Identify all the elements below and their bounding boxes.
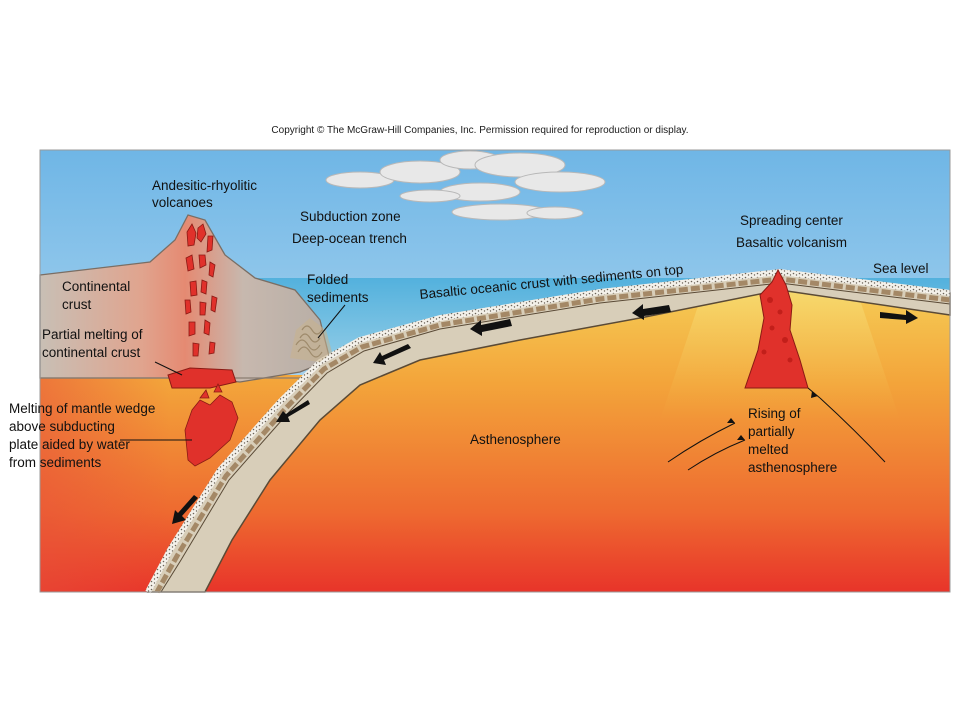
plate-crust-base [160,282,951,593]
label-subduction-zone: Subduction zone [300,209,401,224]
partial-melting-pocket [167,367,237,389]
plate-sediment-layer [145,268,951,594]
label-folded-1: Folded [307,272,348,287]
mantle-wedge-melt [184,383,239,467]
ridge-magma-chamber [744,268,809,389]
label-partial-2: continental crust [42,345,141,360]
label-mantle-2: above subducting [9,419,115,434]
label-mantle-4: from sediments [9,455,102,470]
label-trench: Deep-ocean trench [292,231,407,246]
rising-flow-arrows [667,387,886,471]
label-folded-2: sediments [307,290,369,305]
ridge-magma-blobs [761,297,793,363]
label-basaltic-volcanism: Basaltic volcanism [736,235,847,250]
rising-arrow-heads [727,391,818,440]
label-partial-1: Partial melting of [42,327,143,342]
label-spreading-center: Spreading center [740,213,843,228]
plate-crust-band [154,276,951,594]
label-volcanoes-1: Andesitic-rhyolitic [152,178,257,193]
label-mantle-1: Melting of mantle wedge [9,401,155,416]
label-asthenosphere: Asthenosphere [470,432,561,447]
label-rising-2: partially [748,424,795,439]
label-rising-4: asthenosphere [748,460,837,475]
label-continental-1: Continental [62,279,130,294]
label-rising-1: Rising of [748,406,801,421]
label-continental-2: crust [62,297,92,312]
arrow-icon [172,304,918,524]
diagram-frame [39,149,951,593]
label-volcanoes-2: volcanoes [152,195,213,210]
label-rising-3: melted [748,442,789,457]
leader-lines [120,304,346,441]
copyright-notice: Copyright © The McGraw-Hill Companies, I… [271,125,689,136]
cloud-icon [325,150,606,221]
label-sea-level: Sea level [873,261,929,276]
folded-sediments-fill [290,318,332,362]
label-mantle-3: plate aided by water [9,437,130,452]
volcano-magma-conduit [184,223,218,357]
